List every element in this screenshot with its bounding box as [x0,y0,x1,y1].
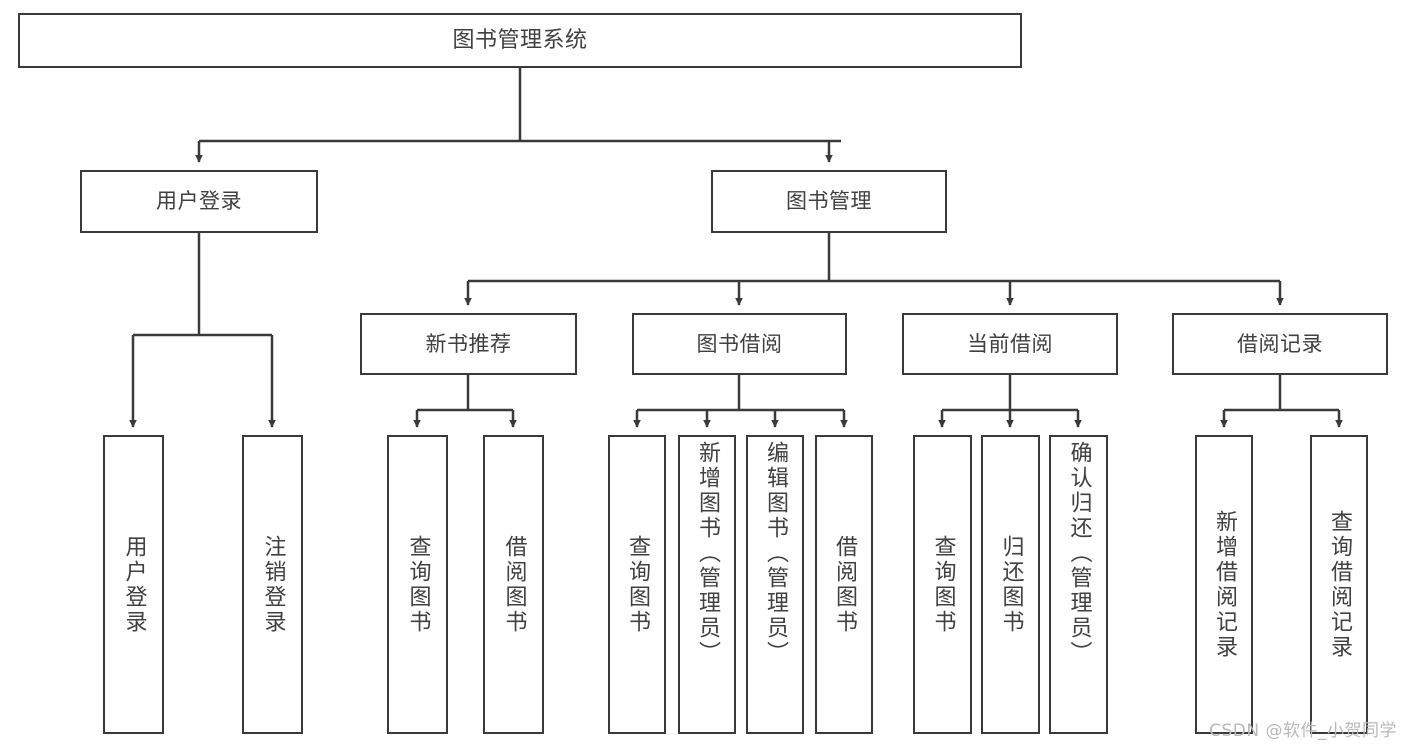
node-book-management[interactable]: 图书管理 [711,170,947,233]
node-label: 用户登录 [121,534,147,635]
node-label: 归还图书 [998,534,1024,635]
leaf-new-book-borrow[interactable]: 借阅图书 [483,435,544,734]
leaf-user-login-login[interactable]: 用户登录 [103,435,164,734]
leaf-borrow-record-add[interactable]: 新增借阅记录 [1195,435,1253,734]
node-label: 借阅记录 [1237,331,1323,356]
node-new-book-recommend[interactable]: 新书推荐 [360,313,577,375]
node-label: 新增借阅记录 [1212,509,1237,660]
node-label: 确认归还（管理员） [1066,441,1092,666]
leaf-current-borrow-query[interactable]: 查询图书 [913,435,972,734]
leaf-user-login-logout[interactable]: 注销登录 [242,435,303,734]
node-label: 借阅图书 [832,534,857,635]
leaf-book-borrow-edit[interactable]: 编辑图书（管理员） [746,435,804,734]
node-book-management-system[interactable]: 图书管理系统 [18,13,1022,68]
node-label: 编辑图书（管理员） [763,441,788,666]
leaf-borrow-record-query[interactable]: 查询借阅记录 [1310,435,1368,734]
csdn-watermark: CSDN @软件_小贺同学 [1209,721,1397,741]
node-label: 新书推荐 [425,331,512,356]
leaf-new-book-query[interactable]: 查询图书 [387,435,448,734]
node-label: 用户登录 [156,189,242,214]
node-label: 图书管理系统 [452,27,588,53]
node-label: 查询借阅记录 [1327,509,1352,660]
node-label: 新增图书（管理员） [695,441,720,666]
node-label: 注销登录 [260,534,286,635]
node-user-login[interactable]: 用户登录 [80,170,318,233]
leaf-book-borrow-borrow[interactable]: 借阅图书 [815,435,873,734]
leaf-current-borrow-return[interactable]: 归还图书 [981,435,1040,734]
node-label: 查询图书 [625,534,650,635]
node-current-borrow[interactable]: 当前借阅 [902,313,1118,375]
node-label: 图书借阅 [696,331,783,356]
node-label: 查询图书 [930,534,956,635]
node-book-borrow[interactable]: 图书借阅 [632,313,847,375]
node-label: 借阅图书 [501,534,527,635]
leaf-current-borrow-confirm-return[interactable]: 确认归还（管理员） [1049,435,1108,734]
node-label: 图书管理 [786,189,872,214]
leaf-book-borrow-query[interactable]: 查询图书 [608,435,666,734]
leaf-book-borrow-add[interactable]: 新增图书（管理员） [678,435,736,734]
node-label: 查询图书 [405,534,431,635]
node-borrow-record[interactable]: 借阅记录 [1172,313,1388,375]
node-label: 当前借阅 [967,331,1053,356]
